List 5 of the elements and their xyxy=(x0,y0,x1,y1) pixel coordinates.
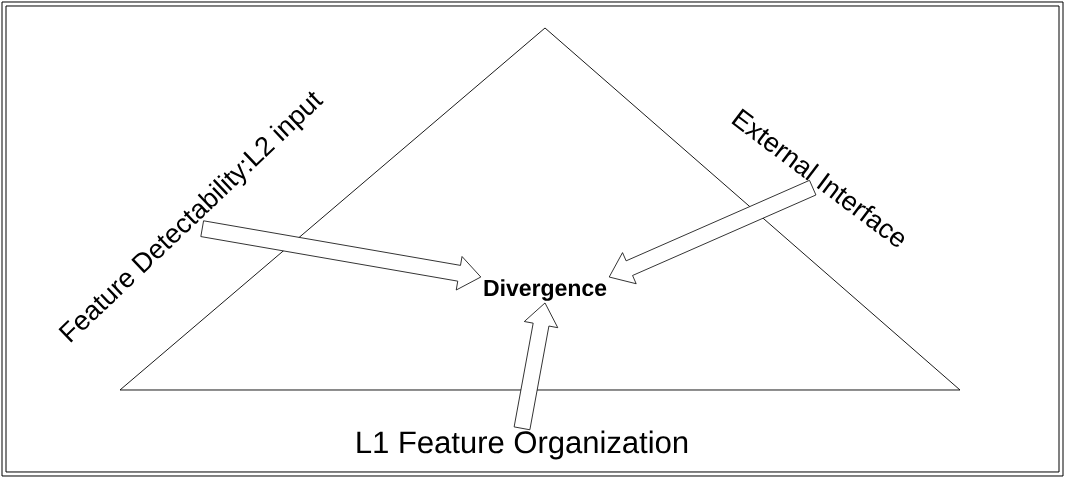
block-arrow xyxy=(608,179,817,285)
block-arrow xyxy=(200,220,482,291)
side-label: L1 Feature Organization xyxy=(357,430,688,460)
center-label: Divergence xyxy=(484,279,607,301)
block-arrow xyxy=(513,302,559,431)
